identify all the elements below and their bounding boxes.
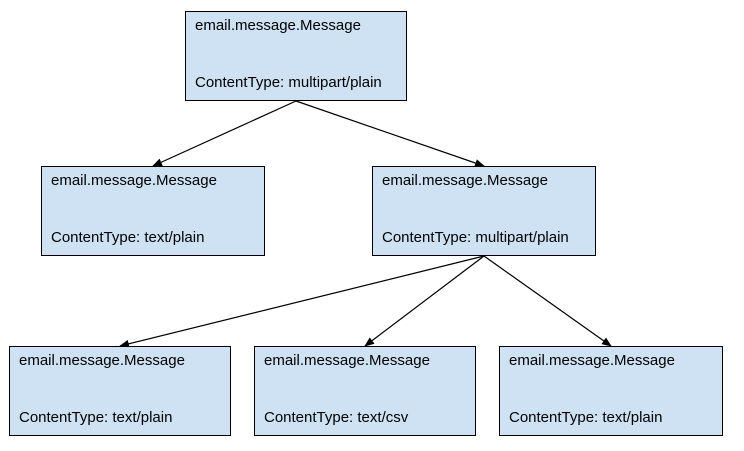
node-content-type: ContentType: text/plain <box>51 229 205 246</box>
node-class-name: email.message.Message <box>195 17 361 34</box>
edge-multipart-to-text-plain-2 <box>483 255 612 347</box>
node-class-name: email.message.Message <box>51 172 217 189</box>
node-text-plain-message: email.message.Message ContentType: text/… <box>41 166 265 256</box>
node-class-name: email.message.Message <box>509 352 675 369</box>
node-content-type: ContentType: multipart/plain <box>382 229 569 246</box>
node-root-message: email.message.Message ContentType: multi… <box>185 11 407 101</box>
node-class-name: email.message.Message <box>264 352 430 369</box>
node-content-type: ContentType: text/plain <box>19 409 173 426</box>
edge-multipart-to-text-csv <box>364 255 485 347</box>
node-class-name: email.message.Message <box>19 352 185 369</box>
node-content-type: ContentType: multipart/plain <box>195 74 382 91</box>
node-child-text-csv-message: email.message.Message ContentType: text/… <box>254 346 476 436</box>
node-class-name: email.message.Message <box>382 172 548 189</box>
node-content-type: ContentType: text/plain <box>509 409 663 426</box>
node-child-text-plain-message-2: email.message.Message ContentType: text/… <box>499 346 723 436</box>
edge-multipart-to-text-plain <box>119 255 485 348</box>
node-child-text-plain-message: email.message.Message ContentType: text/… <box>9 346 231 436</box>
node-multipart-message: email.message.Message ContentType: multi… <box>372 166 596 256</box>
edge-root-to-text-plain <box>152 100 297 167</box>
node-content-type: ContentType: text/csv <box>264 409 409 426</box>
edge-root-to-multipart <box>295 100 485 167</box>
